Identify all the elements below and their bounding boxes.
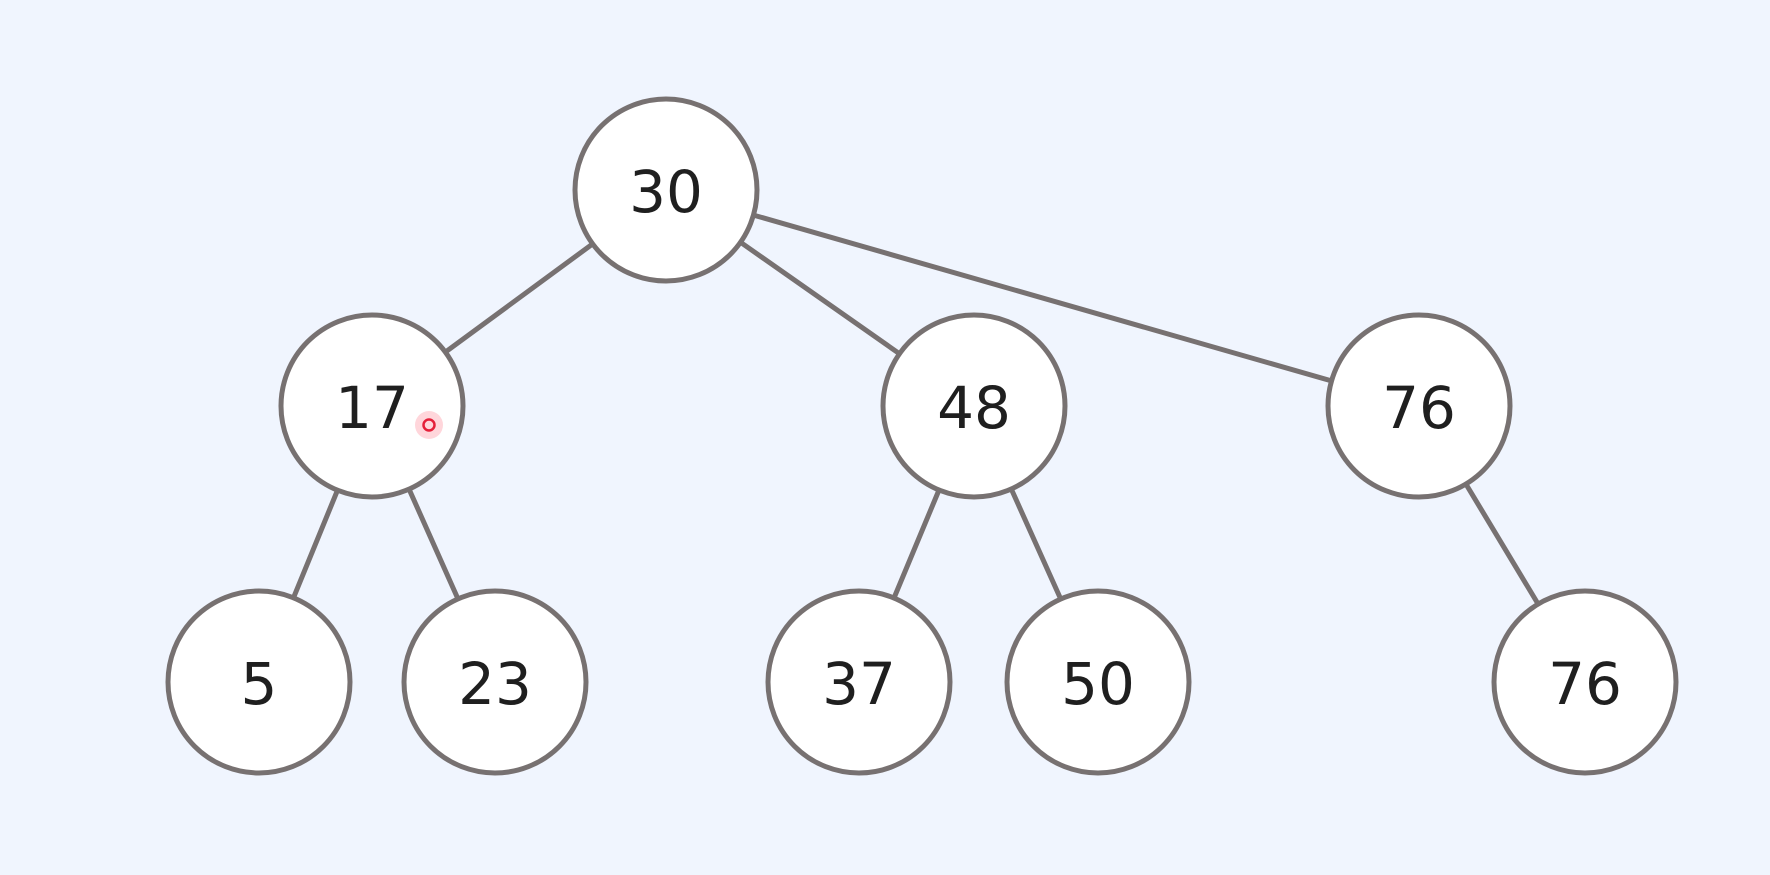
- node-circle: [880, 312, 1068, 500]
- node-circle: [165, 588, 353, 776]
- node-label: 23: [458, 650, 532, 718]
- node-label: 17: [335, 374, 409, 442]
- node-circle: [1004, 588, 1192, 776]
- tree-node-76-child: 76: [1491, 588, 1679, 776]
- edge-30-48: [738, 239, 902, 357]
- tree-node-5: 5: [165, 588, 353, 776]
- edge-48-37: [891, 487, 942, 601]
- tree-node-30: 30: [572, 96, 760, 284]
- node-label: 30: [629, 158, 703, 226]
- cursor-pointer-icon: [415, 411, 443, 439]
- tree-node-48: 48: [880, 312, 1068, 500]
- tree-node-76: 76: [1325, 312, 1513, 500]
- node-label: 37: [822, 650, 896, 718]
- edge-17-5: [290, 487, 341, 601]
- edge-17-23: [406, 486, 461, 602]
- tree-node-23: 23: [401, 588, 589, 776]
- nodes-layer: 30 17 48 76 5 23: [165, 96, 1679, 776]
- edge-76-76: [1463, 481, 1541, 607]
- node-circle: [278, 312, 466, 500]
- node-circle: [1325, 312, 1513, 500]
- tree-node-37: 37: [765, 588, 953, 776]
- node-label: 76: [1548, 650, 1622, 718]
- tree-node-17: 17: [278, 312, 466, 500]
- edge-48-50: [1008, 486, 1064, 602]
- node-label: 76: [1382, 374, 1456, 442]
- node-circle: [765, 588, 953, 776]
- edge-30-76: [750, 212, 1335, 384]
- node-label: 48: [937, 374, 1011, 442]
- node-label: 5: [241, 650, 278, 718]
- node-circle: [401, 588, 589, 776]
- node-circle: [1491, 588, 1679, 776]
- node-circle: [572, 96, 760, 284]
- edge-30-17: [442, 241, 596, 355]
- tree-node-50: 50: [1004, 588, 1192, 776]
- edges-layer: [290, 212, 1541, 607]
- node-label: 50: [1061, 650, 1135, 718]
